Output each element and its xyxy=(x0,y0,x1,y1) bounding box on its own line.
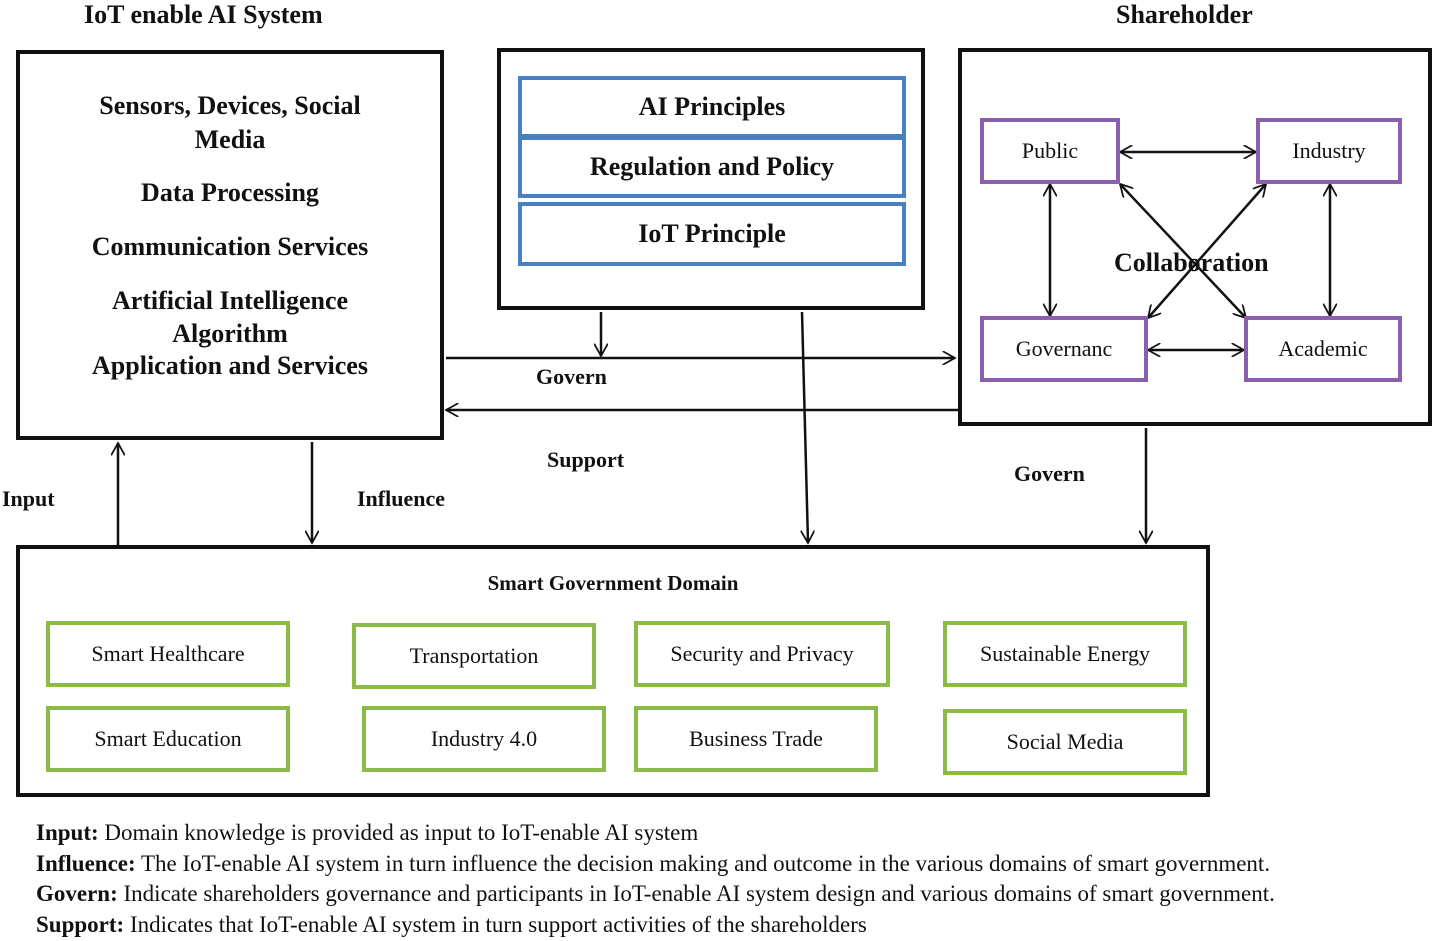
govern-label-right: Govern xyxy=(1014,461,1085,486)
iot-principle-box: IoT Principle xyxy=(518,202,906,266)
iot-item-algorithm: Algorithm xyxy=(172,319,288,348)
iot-system-box: Sensors, Devices, Social Media Data Proc… xyxy=(16,50,444,440)
iot-item-sensors: Sensors, Devices, Social xyxy=(99,91,361,120)
shareholder-public: Public xyxy=(980,118,1120,184)
legend-input-text: Domain knowledge is provided as input to… xyxy=(98,820,699,845)
domain-smart-healthcare: Smart Healthcare xyxy=(46,621,290,687)
collaboration-label: Collaboration xyxy=(1114,248,1269,277)
iot-item-data-processing: Data Processing xyxy=(141,178,319,207)
iot-item-applications: Application and Services xyxy=(92,351,368,380)
regulation-policy-box: Regulation and Policy xyxy=(518,136,906,198)
legend-input: Input: Domain knowledge is provided as i… xyxy=(36,820,698,846)
shareholder-industry: Industry xyxy=(1256,118,1402,184)
legend-support-text: Indicates that IoT-enable AI system in t… xyxy=(124,912,867,937)
domain-title: Smart Government Domain xyxy=(487,571,739,595)
legend-govern-text: Indicate shareholders governance and par… xyxy=(117,881,1275,906)
legend-govern: Govern: Indicate shareholders governance… xyxy=(36,881,1275,907)
principles-domain-arrow xyxy=(802,311,808,543)
shareholder-governance: Governanc xyxy=(980,316,1148,382)
legend-support: Support: Indicates that IoT-enable AI sy… xyxy=(36,912,867,938)
legend-input-term: Input: xyxy=(36,820,99,845)
domain-social-media: Social Media xyxy=(943,709,1187,775)
legend-support-term: Support: xyxy=(36,912,125,937)
shareholder-heading: Shareholder xyxy=(1116,0,1253,29)
legend-influence-text: The IoT-enable AI system in turn influen… xyxy=(135,851,1271,876)
shareholder-academic: Academic xyxy=(1244,316,1402,382)
domain-security-privacy: Security and Privacy xyxy=(634,621,890,687)
legend-govern-term: Govern: xyxy=(36,881,118,906)
influence-label: Influence xyxy=(357,486,445,511)
domain-transportation: Transportation xyxy=(352,623,596,689)
legend-influence: Influence: The IoT-enable AI system in t… xyxy=(36,851,1270,877)
domain-business-trade: Business Trade xyxy=(634,706,878,772)
legend-influence-term: Influence: xyxy=(36,851,136,876)
iot-item-communication: Communication Services xyxy=(91,232,369,261)
iot-item-ai: Artificial Intelligence xyxy=(111,286,349,315)
govern-label-top: Govern xyxy=(536,364,607,389)
input-label: Input xyxy=(2,486,55,511)
iot-system-heading: IoT enable AI System xyxy=(84,0,323,29)
iot-item-media: Media xyxy=(194,125,266,154)
domain-industry-4: Industry 4.0 xyxy=(362,706,606,772)
domain-smart-education: Smart Education xyxy=(46,706,290,772)
industry-governance-arrow xyxy=(1148,184,1266,318)
domain-sustainable-energy: Sustainable Energy xyxy=(943,621,1187,687)
support-label: Support xyxy=(547,447,625,472)
